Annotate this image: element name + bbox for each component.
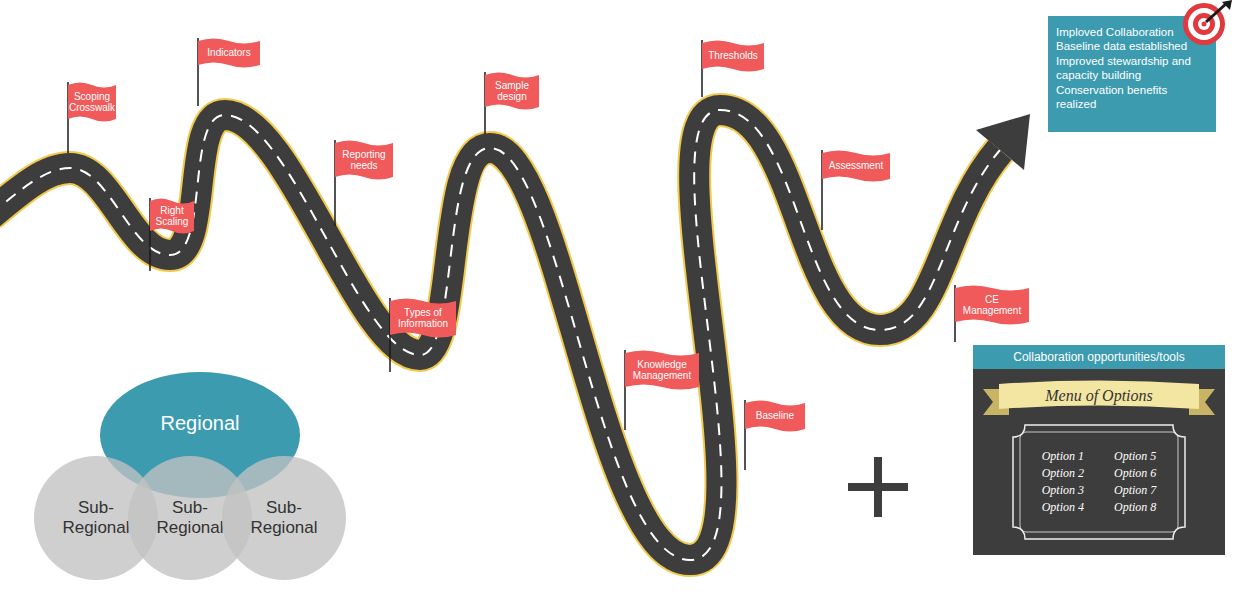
flag-label-box: Knowledge Management bbox=[625, 350, 699, 390]
flag-label: Reporting needs bbox=[338, 149, 390, 171]
flag-cloth bbox=[745, 401, 805, 432]
milestone-flag: Baseline bbox=[745, 400, 805, 432]
frame-inner bbox=[1020, 432, 1178, 532]
flag-cloth bbox=[390, 299, 456, 338]
flag-label-box: Sample design bbox=[485, 72, 539, 110]
flag-cloth bbox=[335, 141, 393, 180]
option-item: Option 2 bbox=[1042, 466, 1084, 481]
milestone-flag: Knowledge Management bbox=[625, 350, 699, 390]
outcome-text: Baseline data established bbox=[1056, 39, 1208, 53]
milestone-flag: Types of Information bbox=[390, 298, 456, 338]
outcome-text: Improved stewardship and capacity buildi… bbox=[1056, 54, 1208, 83]
bullseye-ring bbox=[1198, 18, 1210, 30]
ribbon-label-box: Menu of Options bbox=[983, 381, 1215, 415]
option-item: Option 8 bbox=[1114, 500, 1156, 515]
region-label: Sub- Regional bbox=[56, 498, 136, 537]
outcome-text: Imploved Collaboration bbox=[1056, 25, 1208, 39]
bullseye-ring bbox=[1188, 8, 1220, 40]
milestone-flag: Thresholds bbox=[702, 40, 764, 72]
milestone-flag: Assessment bbox=[822, 150, 890, 182]
flag-label: Right Scaling bbox=[153, 205, 191, 227]
options-grid: Option 1 Option 2 Option 3 Option 4 Option 5… bbox=[1011, 423, 1187, 541]
option-item: Option 1 bbox=[1042, 449, 1084, 464]
flag-label-box: Thresholds bbox=[702, 40, 764, 72]
flag-label-box: Scoping Crosswalk bbox=[68, 82, 116, 122]
milestone-flag: Scoping Crosswalk bbox=[68, 82, 116, 122]
panel-heading: Collaboration opportunities/tools bbox=[973, 345, 1225, 369]
flag-label: Assessment bbox=[829, 160, 883, 171]
flag-label: Scoping Crosswalk bbox=[69, 91, 115, 113]
node-shape bbox=[1011, 423, 1187, 541]
bullseye-ring bbox=[1193, 13, 1215, 35]
road-arrowhead bbox=[976, 114, 1030, 170]
dart bbox=[1206, 2, 1228, 22]
flag-cloth bbox=[822, 151, 890, 182]
flag-cloth bbox=[485, 73, 539, 110]
bullseye bbox=[1183, 0, 1232, 45]
circle-label-box: Sub- Regional bbox=[222, 456, 346, 580]
flag-label: Thresholds bbox=[708, 50, 757, 61]
flag-label-box: Assessment bbox=[822, 150, 890, 182]
region-label: Regional bbox=[161, 412, 240, 435]
flag-label: Sample design bbox=[488, 80, 536, 102]
milestone-flag: CE Management bbox=[955, 285, 1029, 325]
region-label: Sub- Regional bbox=[244, 498, 324, 537]
flag-label: Types of Information bbox=[393, 307, 453, 329]
milestone-flag: Right Scaling bbox=[150, 198, 194, 234]
flag-label: CE Management bbox=[958, 294, 1026, 316]
option-item: Option 4 bbox=[1042, 500, 1084, 515]
outcome-text: Conservation benefits realized bbox=[1056, 83, 1208, 112]
flag-cloth bbox=[702, 41, 764, 72]
option-item: Option 5 bbox=[1114, 449, 1156, 464]
circle-fill bbox=[222, 456, 346, 580]
flag-label-box: Baseline bbox=[745, 400, 805, 432]
flag-label-box: CE Management bbox=[955, 285, 1029, 325]
flag-cloth bbox=[198, 39, 260, 68]
option-item: Option 3 bbox=[1042, 483, 1084, 498]
milestone-flag: Sample design bbox=[485, 72, 539, 110]
flag-cloth bbox=[68, 83, 116, 122]
menu-ribbon: Menu of Options bbox=[983, 381, 1215, 415]
option-item: Option 7 bbox=[1114, 483, 1156, 498]
flag-label: Knowledge Management bbox=[628, 359, 696, 381]
flag-label: Indicators bbox=[207, 47, 250, 58]
ribbon-band bbox=[999, 381, 1199, 410]
flag-cloth bbox=[625, 351, 699, 390]
bullseye-ring bbox=[1183, 3, 1225, 45]
milestone-flag: Reporting needs bbox=[335, 140, 393, 180]
flag-label-box: Indicators bbox=[198, 38, 260, 68]
flag-label-box: Reporting needs bbox=[335, 140, 393, 180]
milestone-flag: Indicators bbox=[198, 38, 260, 68]
options-frame: Option 1 Option 2 Option 3 Option 4 Option 5… bbox=[1011, 423, 1187, 541]
frame-outline bbox=[1013, 425, 1185, 539]
option-item: Option 6 bbox=[1114, 466, 1156, 481]
flag-cloth bbox=[955, 286, 1029, 325]
flag-label-box: Types of Information bbox=[390, 298, 456, 338]
dart-tail bbox=[1222, 0, 1232, 10]
outcome-box: Imploved CollaborationBaseline data esta… bbox=[1048, 16, 1216, 132]
flag-cloth bbox=[150, 199, 194, 234]
options-panel: Collaboration opportunities/toolsMenu of… bbox=[973, 345, 1225, 555]
plus-sign bbox=[848, 457, 908, 517]
bullseye-ring bbox=[1202, 22, 1207, 27]
flag-label: Baseline bbox=[756, 410, 794, 421]
plus-bar bbox=[874, 457, 882, 517]
subregion-circle: Sub- Regional bbox=[222, 456, 346, 580]
ribbon-label: Menu of Options bbox=[1045, 387, 1153, 405]
flag-label-box: Right Scaling bbox=[150, 198, 194, 234]
region-label: Sub- Regional bbox=[150, 498, 230, 537]
